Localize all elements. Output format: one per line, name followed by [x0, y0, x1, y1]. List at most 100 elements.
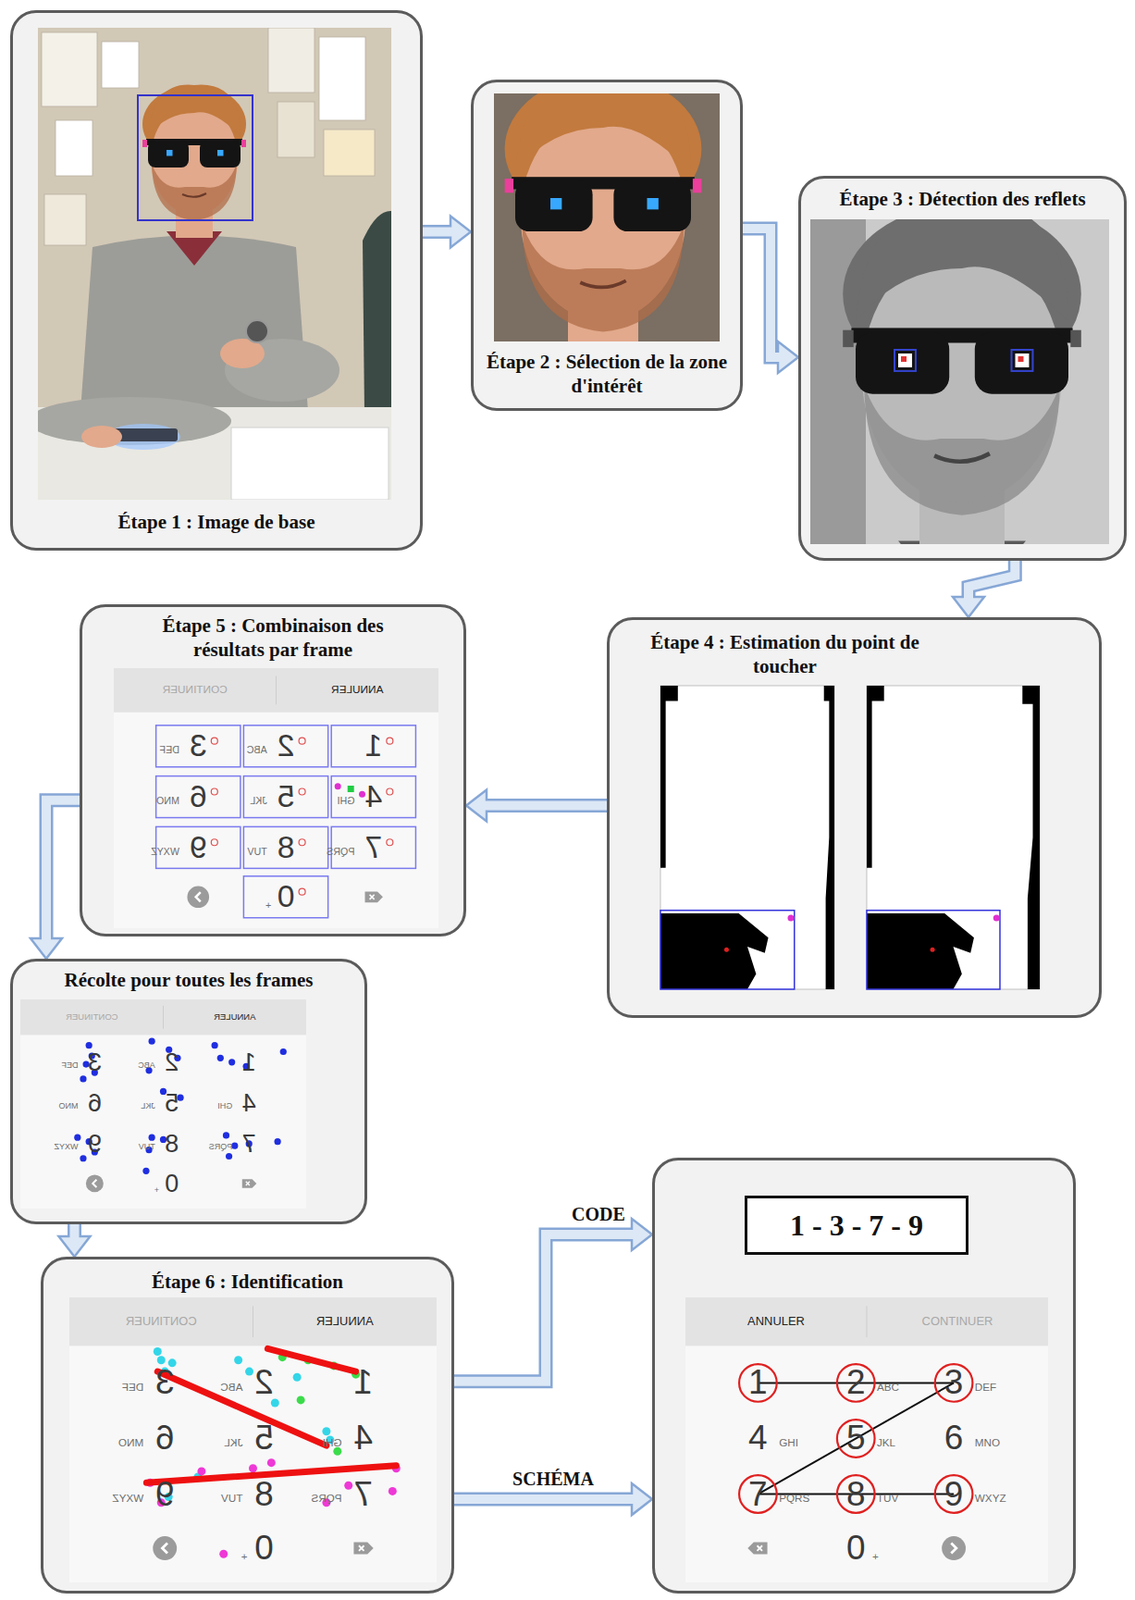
touch-marks	[293, 1372, 302, 1382]
flow-arrow	[742, 228, 799, 373]
face-crop	[522, 224, 685, 333]
flow-arrow	[58, 1223, 90, 1257]
keypad-face: ANNULERCONTINUER12ABC3DEF4GHI5JKL6MNO7PQ…	[113, 667, 439, 928]
photo-scene	[37, 27, 392, 500]
keypad-letters: +	[265, 899, 272, 910]
keypad-letters: +	[872, 1550, 879, 1562]
keypad-button-label: CONTINUER	[125, 1315, 198, 1328]
keypad-ground	[86, 1173, 104, 1192]
grey-face	[855, 332, 950, 395]
keypad-ground	[935, 1474, 974, 1513]
keypad-ground	[756, 1544, 763, 1551]
keypad-ground	[243, 826, 328, 868]
keypad-digit: 7	[353, 1476, 373, 1511]
touch-marks	[228, 1058, 235, 1065]
keypad-button-label: ANNULER	[747, 1315, 805, 1328]
binary-image	[866, 685, 1040, 989]
keypad-ground	[242, 1178, 258, 1187]
keypad-letters: WXYZ	[53, 1142, 78, 1151]
keypad-letters: +	[241, 1550, 248, 1562]
photo-scene	[41, 32, 98, 107]
keypad-digit: 5	[846, 1420, 866, 1456]
keypad-ground	[353, 1542, 373, 1555]
arrow-body	[422, 226, 455, 236]
keypad-letters: DEF	[122, 1381, 144, 1393]
panel-heading: Étape 6 : Identification	[49, 1269, 445, 1294]
panel-ground	[10, 10, 423, 551]
arrow-body	[46, 800, 80, 942]
photo-scene	[199, 140, 241, 168]
photo-scene	[101, 41, 139, 88]
keypad-face: ANNULERCONTINUER12ABC3DEF4GHI5JKL6MNO7PQ…	[685, 1296, 1049, 1582]
binary-image	[1022, 685, 1040, 989]
keypad-letters: TUV	[138, 1142, 156, 1151]
keypad-digit: 8	[846, 1476, 866, 1511]
touch-marks	[86, 1041, 93, 1049]
keypad-ground	[113, 667, 439, 713]
binary-image	[660, 912, 769, 989]
face-crop	[515, 93, 691, 173]
step-panel: Récolte pour toutes les frames	[10, 958, 368, 1224]
touch-marks	[222, 1131, 230, 1138]
photo-scene	[142, 139, 148, 148]
keypad-ground	[941, 1535, 966, 1560]
touch-marks	[79, 1154, 87, 1161]
keypad-letters: TUV	[221, 1492, 243, 1504]
keypad-ground	[186, 885, 210, 908]
grey-face	[1070, 330, 1082, 347]
binary-image	[660, 910, 795, 989]
keypad-digit: 4	[748, 1420, 768, 1456]
face-crop	[550, 197, 562, 210]
keypad-button-label: ANNULER	[316, 1315, 374, 1328]
keypad-digit: 8	[277, 831, 296, 864]
panel-ground	[652, 1157, 1076, 1593]
keypad-letters: TUV	[246, 845, 267, 856]
keypad-ground	[20, 999, 307, 1209]
keypad-letters: MNO	[156, 795, 180, 806]
touch-marks	[148, 1037, 156, 1045]
binary-image	[824, 685, 835, 989]
keypad-ground	[161, 1542, 168, 1553]
keypad-digit: 5	[254, 1420, 274, 1456]
photo-scene	[44, 194, 87, 246]
keypad-digit: 9	[155, 1476, 175, 1511]
keypad-letters: ABC	[137, 1060, 156, 1069]
arrow-body	[968, 560, 1015, 601]
keypad-digit: 2	[846, 1365, 866, 1400]
keypad-digit: 2	[254, 1365, 274, 1400]
keypad-letters: ABC	[876, 1381, 900, 1393]
keypad-ground	[162, 1005, 164, 1029]
binary-image	[866, 910, 1000, 989]
keypad-digit: 1	[242, 1048, 257, 1074]
flow-arrow	[454, 1218, 653, 1382]
photo-scene	[268, 27, 315, 93]
touch-marks	[148, 1134, 156, 1141]
panel-ground	[40, 1256, 455, 1593]
keypad-digit: 1	[748, 1365, 768, 1400]
keypad-letters: MNO	[974, 1436, 1000, 1448]
photo-scene	[137, 95, 253, 221]
keypad-letters: PQRS	[326, 845, 355, 856]
keypad-ground	[156, 776, 241, 818]
step-panel: Étape 2 : Sélection de la zone d'intérêt	[470, 79, 743, 411]
touch-marks	[347, 785, 355, 792]
photo-scene	[151, 163, 237, 221]
keypad-letters: PQRS	[209, 1142, 234, 1151]
grey-face	[1011, 349, 1034, 371]
binary-image	[660, 910, 795, 989]
keypad-digit: 6	[944, 1420, 964, 1456]
keypad-digit: 3	[944, 1365, 964, 1400]
photo-scene	[55, 120, 93, 176]
touch-marks	[333, 1446, 342, 1456]
flow-arrow	[952, 560, 1015, 617]
touch-marks	[225, 1152, 233, 1160]
keypad-ground	[685, 1296, 1049, 1582]
keypad-ground	[243, 875, 328, 918]
keypad-letters: ABC	[246, 744, 268, 755]
keypad-button-label: CONTINUER	[65, 1011, 118, 1022]
panel-heading: Étape 1 : Image de base	[19, 509, 414, 534]
keypad-digit: 0	[254, 1530, 274, 1566]
keypad-letters: GHI	[217, 1101, 233, 1111]
touch-marks	[153, 1346, 162, 1356]
keypad-ground	[837, 1363, 876, 1402]
